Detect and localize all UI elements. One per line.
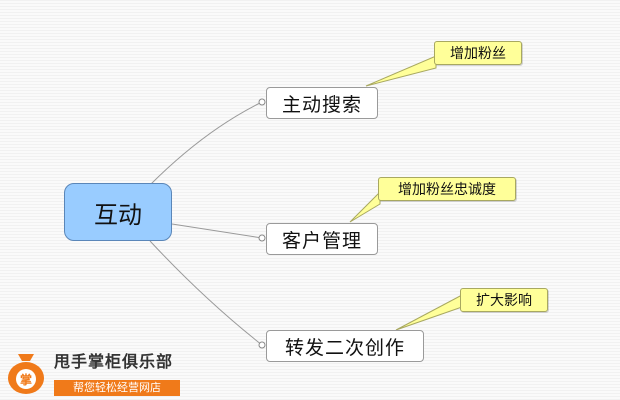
topic-customer-management[interactable]: 客户管理 (266, 223, 378, 255)
root-topic-label: 互动 (94, 200, 142, 229)
callout-fan-loyalty[interactable]: 增加粉丝忠诚度 (378, 177, 516, 201)
connector-root-to-forward (149, 240, 263, 346)
topic-label: 主动搜索 (281, 93, 362, 116)
connector-knob-search (258, 98, 266, 106)
connector-knob-crm (258, 234, 266, 242)
connector-root-to-crm (171, 223, 263, 239)
callout-pointer-search (365, 55, 437, 87)
logo-slogan: 帮您轻松经营网店 (54, 380, 180, 396)
root-topic[interactable]: 互动 (64, 183, 172, 241)
callout-pointer-forward (395, 294, 463, 331)
callout-label: 增加粉丝忠诚度 (398, 182, 496, 198)
callout-label: 扩大影响 (476, 293, 532, 309)
money-bag-icon: 掌 (8, 354, 44, 394)
callout-pointer-crm (349, 190, 381, 223)
topic-label: 转发二次创作 (284, 336, 405, 359)
callout-increase-fans[interactable]: 增加粉丝 (434, 41, 522, 65)
callout-expand-influence[interactable]: 扩大影响 (460, 288, 548, 312)
topic-label: 客户管理 (281, 229, 362, 252)
club-logo: 掌 甩手掌柜俱乐部 帮您轻松经营网店 (0, 340, 200, 400)
logo-badge-char: 掌 (20, 372, 32, 387)
logo-name: 甩手掌柜俱乐部 (54, 352, 174, 371)
topic-forward-recreation[interactable]: 转发二次创作 (266, 330, 424, 362)
callout-label: 增加粉丝 (450, 46, 506, 62)
topic-active-search[interactable]: 主动搜索 (266, 87, 378, 119)
connector-root-to-search (149, 101, 263, 186)
connector-knob-forward (258, 341, 266, 349)
